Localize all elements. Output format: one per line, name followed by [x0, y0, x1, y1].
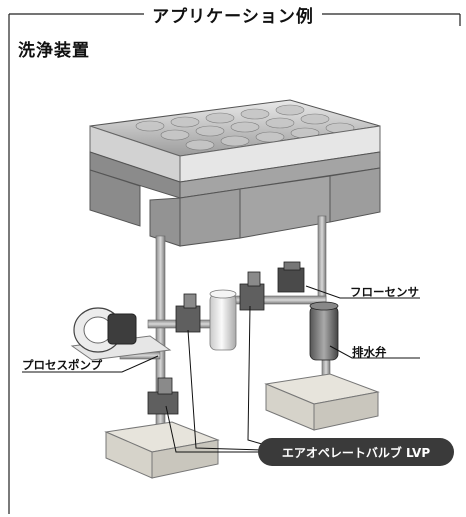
label-flow-sensor: フローセンサ: [350, 285, 419, 299]
frame-border: [8, 13, 461, 514]
label-air-operated-valve: エアオペレートバルブ LVP: [258, 438, 454, 466]
leader-lines: [22, 285, 420, 453]
process-pump-illustration: [70, 307, 172, 361]
basin-left: [104, 421, 220, 479]
filter-housing: [209, 289, 237, 351]
air-valves: [147, 261, 305, 415]
application-subtitle: 洗浄装置: [18, 41, 90, 61]
section-header: アプリケーション例: [0, 2, 466, 27]
label-drain-valve: 排水弁: [352, 345, 387, 359]
basin-right: [264, 373, 380, 431]
drain-valve-illustration: [309, 301, 339, 361]
wash-tank: [89, 99, 381, 247]
label-process-pump: プロセスポンプ: [22, 358, 103, 372]
section-title: アプリケーション例: [144, 7, 322, 27]
